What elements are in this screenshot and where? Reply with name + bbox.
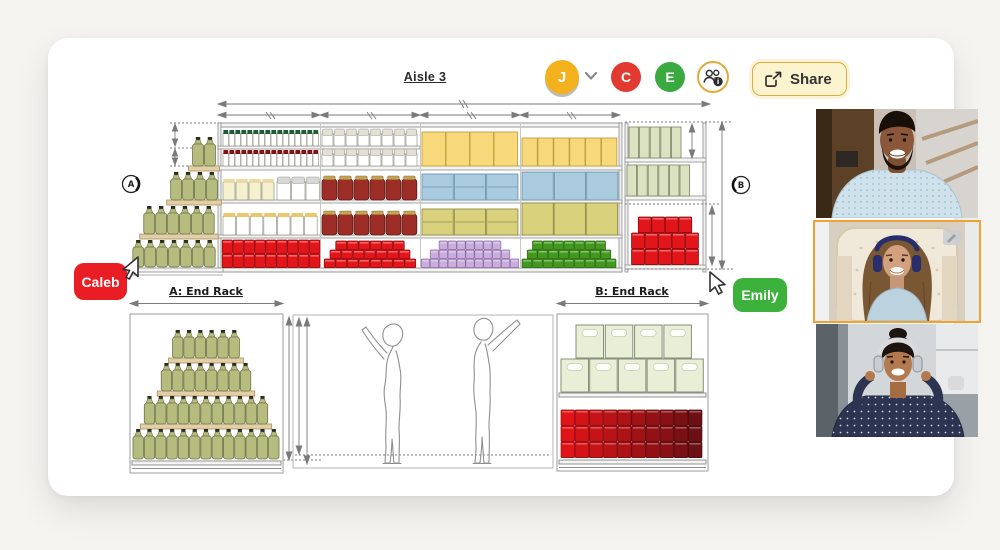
- share-icon: [765, 71, 782, 87]
- avatar-j[interactable]: J: [545, 60, 579, 94]
- avatar-e[interactable]: E: [655, 62, 685, 92]
- share-button[interactable]: Share: [752, 62, 847, 96]
- svg-text:i: i: [717, 78, 719, 86]
- cursor-emily-icon: [709, 271, 726, 295]
- rack-outlines: [129, 313, 709, 474]
- human-figure-reference: [361, 317, 521, 465]
- cursor-label-caleb: Caleb: [74, 263, 127, 300]
- video-tile-participant-2-active[interactable]: [813, 220, 981, 323]
- participant-1-video: [816, 109, 978, 218]
- participant-2-video: [815, 222, 979, 321]
- plan-markers: A B A: End Rack B: End Rack: [121, 174, 751, 298]
- collaborators-button[interactable]: i: [697, 61, 729, 93]
- aisle-title: Aisle 3: [403, 70, 447, 84]
- chevron-down-icon[interactable]: [584, 71, 598, 81]
- participant-3-video: [816, 324, 978, 437]
- cursor-label-emily: Emily: [733, 278, 787, 312]
- shelf-frame: [122, 122, 707, 276]
- video-tile-participant-3[interactable]: [816, 324, 978, 437]
- marker-a: A: [128, 180, 135, 190]
- avatar-c[interactable]: C: [611, 62, 641, 92]
- share-button-label: Share: [790, 70, 832, 88]
- end-rack-b-label: B: End Rack: [595, 285, 669, 298]
- end-rack-a-label: A: End Rack: [169, 285, 243, 298]
- video-tile-participant-1[interactable]: [816, 109, 978, 218]
- planogram: A B A: End Rack B: End Rack: [121, 99, 751, 474]
- marker-b: B: [738, 181, 744, 191]
- cursor-caleb-icon: [122, 256, 139, 280]
- shelf-products: [132, 126, 704, 460]
- people-group-info-icon: i: [703, 69, 723, 87]
